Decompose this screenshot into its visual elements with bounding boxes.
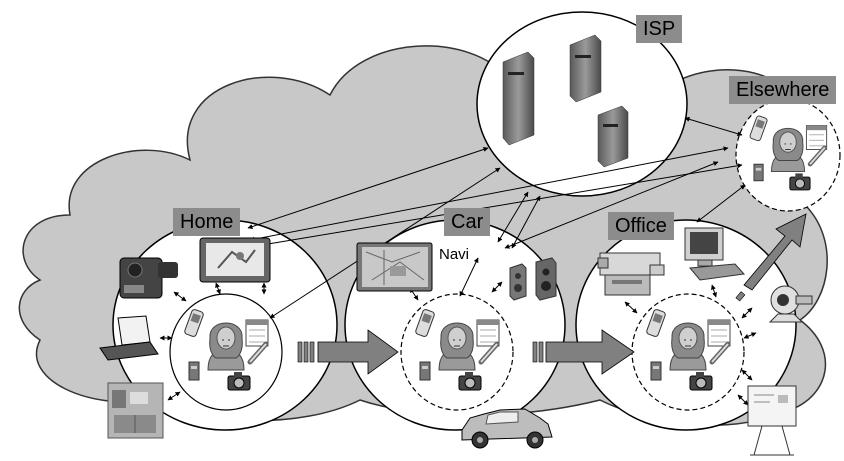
- calendar-icon: [476, 319, 500, 347]
- server-icon: [569, 34, 602, 103]
- home-personal-devices: [184, 309, 269, 391]
- transition-arrow-office-elsewhere: [735, 213, 807, 302]
- camcorder-icon: [119, 257, 178, 299]
- whiteboard-icon: [747, 385, 797, 456]
- calendar-icon: [805, 125, 828, 150]
- kitchen-icon: [107, 382, 164, 439]
- car-label: Car: [444, 208, 491, 236]
- office-personal-devices: [646, 309, 731, 391]
- office-label: Office: [608, 212, 674, 240]
- phone-icon: [184, 309, 204, 337]
- server-icon: [597, 105, 629, 168]
- speaker-icon: [535, 257, 557, 301]
- transition-arrow-car-office: [532, 329, 635, 375]
- tv-icon: [199, 237, 271, 283]
- connection-arrows: [247, 116, 746, 319]
- elsewhere-label: Elsewhere: [729, 76, 837, 104]
- person-icon: [438, 322, 476, 371]
- phone-icon: [749, 115, 768, 142]
- calendar-icon: [245, 319, 269, 347]
- isp-label: ISP: [636, 15, 683, 43]
- car-personal-devices: [415, 309, 500, 391]
- phone-icon: [415, 309, 435, 337]
- device-arrows: [159, 281, 757, 406]
- battery-icon: [188, 361, 200, 381]
- copier-icon: [597, 252, 665, 296]
- elsewhere-personal-devices: [749, 115, 828, 191]
- battery-icon: [650, 361, 662, 381]
- server-icon: [502, 51, 535, 146]
- pen-icon: [807, 145, 828, 167]
- navi-label: Navi: [439, 246, 470, 263]
- pen-icon: [709, 341, 731, 365]
- camera-icon: [789, 173, 811, 191]
- speaker-icon: [509, 263, 527, 301]
- transition-arrow-home-car: [297, 329, 399, 375]
- laptop-icon: [99, 315, 159, 361]
- pen-icon: [247, 341, 269, 365]
- camera-icon: [458, 372, 482, 391]
- camera-icon: [689, 372, 713, 391]
- webcam-icon: [768, 285, 813, 323]
- person-icon: [669, 322, 707, 371]
- computer-icon: [684, 227, 746, 281]
- calendar-icon: [707, 319, 731, 347]
- camera-icon: [227, 372, 251, 391]
- phone-icon: [646, 309, 666, 337]
- battery-icon: [419, 361, 431, 381]
- car-icon: [461, 408, 553, 449]
- person-icon: [770, 128, 806, 173]
- navigation-screen-icon: [356, 242, 433, 292]
- pen-icon: [478, 341, 500, 365]
- person-icon: [207, 322, 245, 371]
- home-label: Home: [173, 208, 241, 236]
- battery-icon: [753, 163, 764, 182]
